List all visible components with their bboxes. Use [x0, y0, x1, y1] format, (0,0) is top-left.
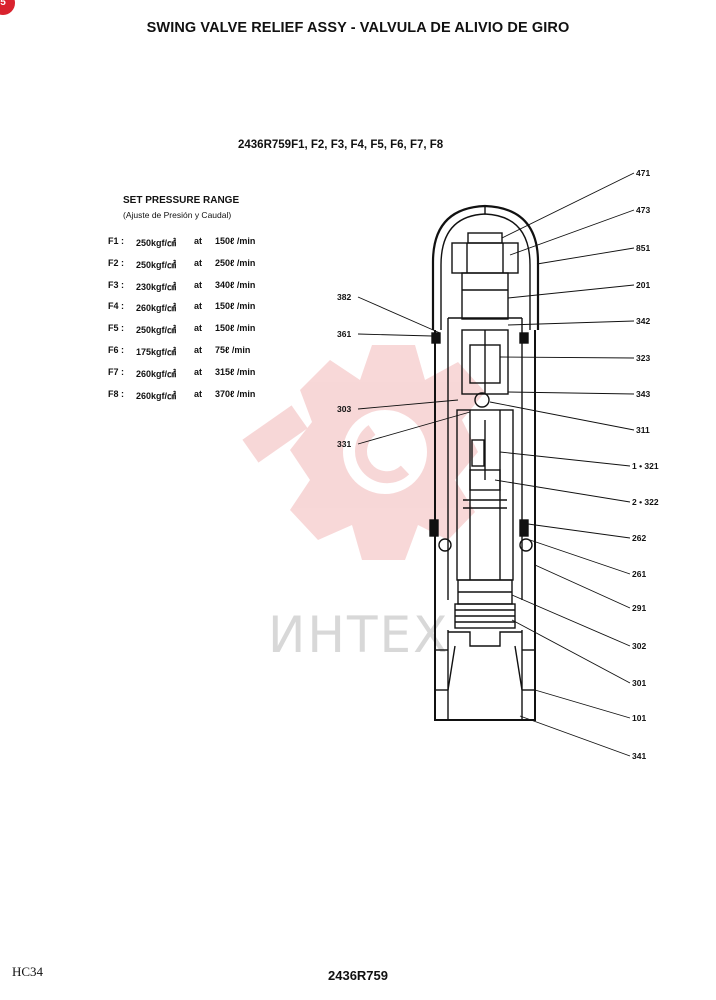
row-id: F8 : [108, 388, 125, 399]
row-pressure: 260kgf/㎠ [136, 390, 177, 401]
callout-302: 302 [632, 641, 646, 651]
row-pressure: 250kgf/㎠ [136, 238, 177, 248]
row-id: F5 : [108, 323, 125, 334]
row-flow: 370ℓ /min [215, 388, 256, 399]
callout-341: 341 [632, 751, 646, 761]
watermark-gear-logo [242, 345, 485, 560]
callout-303: 303 [337, 404, 351, 414]
callout-473: 473 [636, 205, 650, 215]
footer-part-number: 2436R759 [328, 968, 388, 983]
set-pressure-heading: SET PRESSURE RANGE [123, 195, 240, 206]
row-id: F3 : [108, 279, 125, 290]
callout-labels: 471 473 851 201 342 323 343 311 1 • 321 … [337, 168, 659, 761]
row-flow: 75ℓ /min [215, 344, 251, 355]
row-flow: 150ℓ /min [215, 236, 256, 246]
row-pressure: 260kgf/㎠ [136, 303, 177, 314]
row-pressure: 230kgf/㎠ [136, 281, 177, 292]
row-id: F1 : [108, 236, 125, 246]
callout-301: 301 [632, 678, 646, 688]
callout-leader-lines [357, 172, 635, 757]
callout-343: 343 [636, 389, 650, 399]
row-flow: 250ℓ /min [215, 257, 256, 268]
callout-262: 262 [632, 533, 646, 543]
callout-201: 201 [636, 280, 650, 290]
model-number-line: 2436R759F1, F2, F3, F4, F5, F6, F7, F8 [238, 139, 444, 151]
row-at: at [194, 301, 203, 312]
row-flow: 315ℓ /min [215, 366, 256, 377]
callout-261: 261 [632, 569, 646, 579]
row-flow: 150ℓ /min [215, 301, 256, 312]
row-pressure: 250kgf/㎠ [136, 259, 177, 270]
callout-342: 342 [636, 316, 650, 326]
callout-323: 323 [636, 353, 650, 363]
callout-311: 311 [636, 425, 650, 435]
row-at: at [194, 388, 203, 399]
page-title: SWING VALVE RELIEF ASSY - VALVULA DE ALI… [146, 20, 570, 36]
callout-322: 2 • 322 [632, 497, 659, 507]
callout-291: 291 [632, 603, 646, 613]
footer-page-code: HC34 [12, 964, 44, 979]
row-at: at [194, 257, 203, 268]
row-at: at [194, 236, 203, 246]
row-at: at [194, 279, 203, 290]
row-pressure: 250kgf/㎠ [136, 325, 177, 336]
row-at: at [194, 366, 203, 377]
row-flow: 150ℓ /min [215, 323, 256, 334]
row-at: at [194, 344, 203, 355]
callout-331: 331 [337, 439, 351, 449]
watermark-text: ИНТЕХ [268, 606, 449, 664]
callout-471: 471 [636, 168, 650, 178]
callout-101: 101 [632, 713, 646, 723]
callout-321: 1 • 321 [632, 461, 659, 471]
set-pressure-subheading: (Ajuste de Presión y Caudal) [123, 210, 232, 220]
valve-body [429, 204, 540, 721]
row-at: at [194, 323, 203, 334]
corner-badge: 5 [0, 0, 15, 15]
row-id: F4 : [108, 301, 125, 312]
callout-382: 382 [337, 292, 351, 302]
row-pressure: 175kgf/㎠ [136, 346, 177, 357]
row-id: F7 : [108, 366, 125, 377]
row-id: F2 : [108, 257, 125, 268]
row-flow: 340ℓ /min [215, 279, 256, 290]
callout-851: 851 [636, 243, 650, 253]
row-pressure: 260kgf/㎠ [136, 368, 177, 379]
row-id: F6 : [108, 344, 125, 355]
callout-361: 361 [337, 329, 351, 339]
